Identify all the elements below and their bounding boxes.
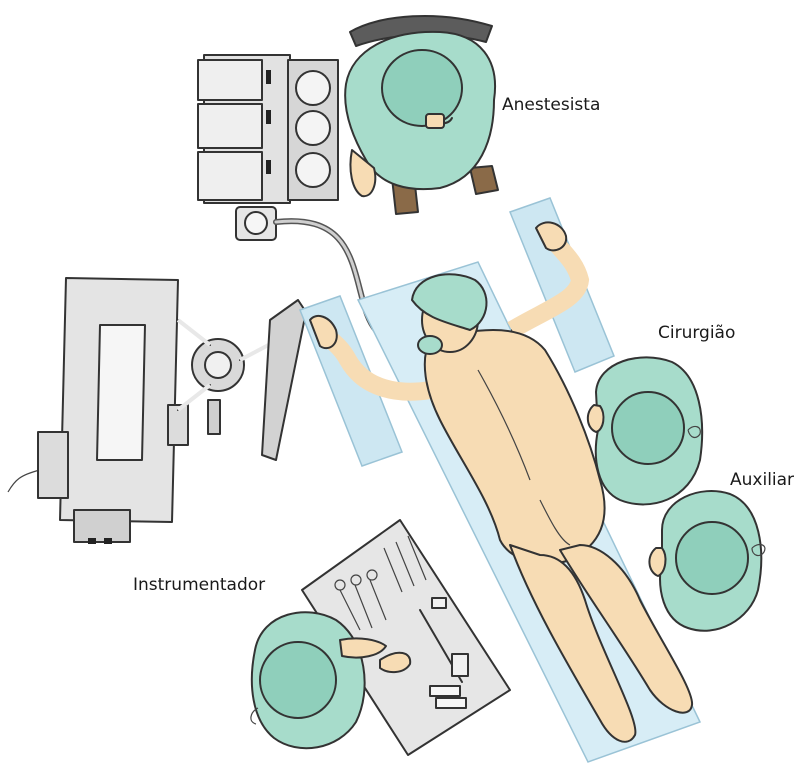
anesthesia-machine (198, 55, 338, 240)
label-cirurgiao: Cirurgião (658, 323, 735, 343)
surgeon-figure (588, 357, 702, 504)
label-anestesista: Anestesista (502, 95, 600, 115)
label-auxiliar: Auxiliar (730, 470, 794, 490)
assistant-figure (649, 491, 764, 631)
anesthetist-figure (345, 16, 498, 214)
label-instrumentador: Instrumentador (133, 575, 265, 595)
c-arm-equipment (8, 278, 306, 544)
